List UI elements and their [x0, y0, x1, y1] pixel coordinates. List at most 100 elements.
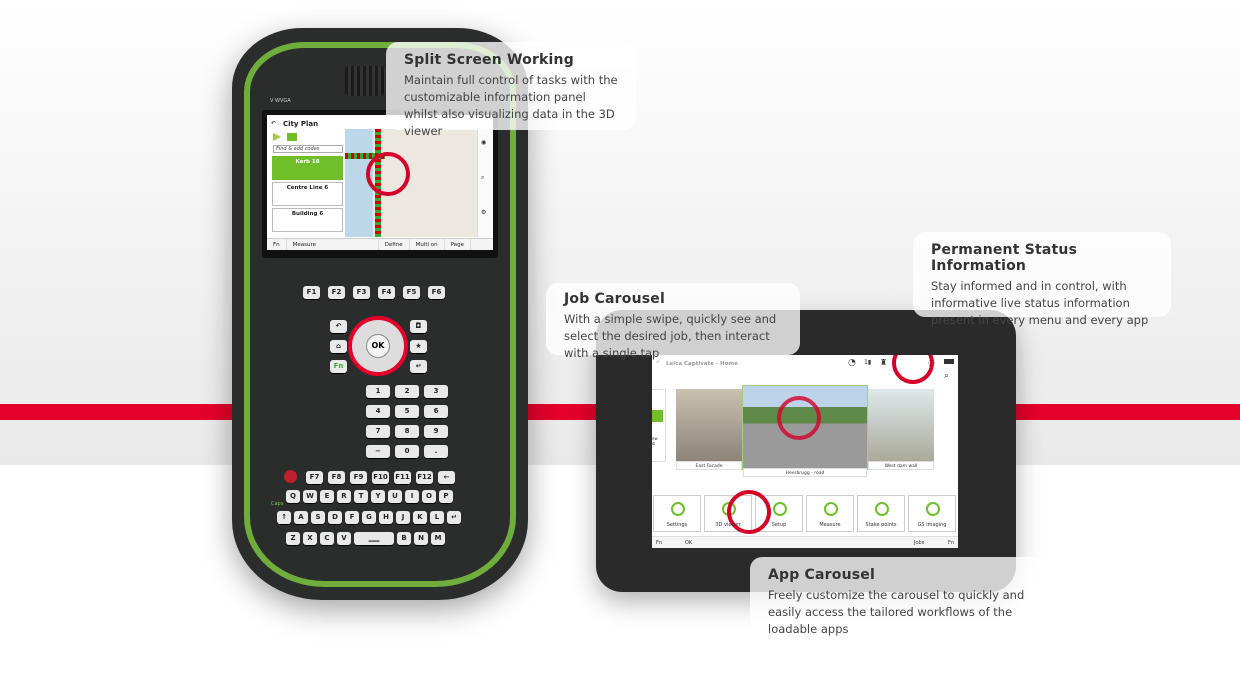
- key-4[interactable]: 4: [366, 405, 390, 418]
- key-d[interactable]: D: [328, 511, 342, 524]
- key-8[interactable]: 8: [395, 425, 419, 438]
- key-enter[interactable]: ↵: [410, 360, 427, 373]
- app-gs-imaging[interactable]: GS imaging: [908, 495, 956, 532]
- measure-softkey[interactable]: Measure: [287, 239, 379, 250]
- find-codes-input[interactable]: Find & add codes: [273, 145, 343, 153]
- ok-key[interactable]: OK: [366, 334, 390, 358]
- job-card-new[interactable]: New job: [652, 389, 666, 462]
- key-7[interactable]: 7: [366, 425, 390, 438]
- key-home[interactable]: ⌂: [330, 340, 347, 353]
- key-f9[interactable]: F9: [350, 471, 367, 484]
- key-9[interactable]: 9: [424, 425, 448, 438]
- key-g[interactable]: G: [362, 511, 376, 524]
- battery-icon[interactable]: [944, 359, 954, 364]
- key-f3[interactable]: F3: [353, 286, 370, 299]
- key-f4[interactable]: F4: [378, 286, 395, 299]
- app-stake-points[interactable]: Stake points: [857, 495, 905, 532]
- key-s[interactable]: S: [311, 511, 325, 524]
- key-f2[interactable]: F2: [328, 286, 345, 299]
- key-n[interactable]: N: [414, 532, 428, 545]
- key-return[interactable]: ↵: [447, 511, 461, 524]
- code-item-centre-line[interactable]: Centre Line 6: [272, 182, 343, 206]
- back-icon[interactable]: ↶: [271, 120, 277, 127]
- gear-icon[interactable]: ⚙: [481, 209, 487, 216]
- key-3[interactable]: 3: [424, 385, 448, 398]
- code-item-kerb[interactable]: Kerb 18: [272, 156, 343, 180]
- key-k[interactable]: K: [413, 511, 427, 524]
- key-t[interactable]: T: [354, 490, 368, 503]
- key-c[interactable]: C: [320, 532, 334, 545]
- key-f[interactable]: F: [345, 511, 359, 524]
- fn-softkey[interactable]: Fn: [267, 239, 287, 250]
- key-f6[interactable]: F6: [428, 286, 445, 299]
- key-6[interactable]: 6: [424, 405, 448, 418]
- key-a[interactable]: A: [294, 511, 308, 524]
- screen-title: City Plan: [283, 120, 319, 128]
- key-m[interactable]: M: [431, 532, 445, 545]
- key-1[interactable]: 1: [366, 385, 390, 398]
- key-f10[interactable]: F10: [372, 471, 389, 484]
- key-camera[interactable]: ◘: [410, 320, 427, 333]
- job-card-west-dam-wall[interactable]: West dam wall: [868, 389, 934, 470]
- key-y[interactable]: Y: [371, 490, 385, 503]
- key-back[interactable]: ↶: [330, 320, 347, 333]
- instrument-status-icon[interactable]: ♜: [880, 358, 888, 367]
- define-softkey[interactable]: Define: [379, 239, 410, 250]
- key-w[interactable]: W: [303, 490, 317, 503]
- code-group-icon[interactable]: [287, 133, 297, 141]
- power-button[interactable]: [284, 470, 297, 483]
- app-measure[interactable]: Measure: [806, 495, 854, 532]
- back-icon[interactable]: ↶: [656, 360, 661, 366]
- search-icon[interactable]: ⌕: [944, 371, 950, 381]
- key-minus[interactable]: −: [366, 445, 390, 458]
- connection-icon[interactable]: ◌: [928, 358, 935, 367]
- key-z[interactable]: Z: [286, 532, 300, 545]
- satellite-count-icon[interactable]: 1▮: [864, 359, 872, 366]
- key-l[interactable]: L: [430, 511, 444, 524]
- key-f11[interactable]: F11: [394, 471, 411, 484]
- code-play-icon[interactable]: [273, 133, 281, 141]
- code-item-building[interactable]: Building 6: [272, 208, 343, 232]
- key-5[interactable]: 5: [395, 405, 419, 418]
- key-f1[interactable]: F1: [303, 286, 320, 299]
- key-f12[interactable]: F12: [416, 471, 433, 484]
- key-b[interactable]: B: [397, 532, 411, 545]
- key-f7[interactable]: F7: [306, 471, 323, 484]
- multi-on-softkey[interactable]: Multi on: [410, 239, 445, 250]
- page-softkey[interactable]: Page: [445, 239, 471, 250]
- key-p[interactable]: P: [439, 490, 453, 503]
- key-favourite[interactable]: ★: [410, 340, 427, 353]
- key-fn[interactable]: Fn: [330, 360, 347, 373]
- key-o[interactable]: O: [422, 490, 436, 503]
- app-3d-viewer[interactable]: 3D viewer: [704, 495, 752, 532]
- fn-softkey-right[interactable]: Fn: [948, 540, 955, 546]
- key-0[interactable]: 0: [395, 445, 419, 458]
- app-setup[interactable]: Setup: [755, 495, 803, 532]
- key-dot[interactable]: .: [424, 445, 448, 458]
- key-q[interactable]: Q: [286, 490, 300, 503]
- key-h[interactable]: H: [379, 511, 393, 524]
- key-backspace[interactable]: ←: [438, 471, 455, 484]
- gnss-status-icon[interactable]: ◔: [848, 358, 856, 368]
- key-x[interactable]: X: [303, 532, 317, 545]
- fn-softkey[interactable]: Fn: [656, 540, 663, 546]
- map-3d-viewer[interactable]: [345, 129, 477, 237]
- key-v[interactable]: V: [337, 532, 351, 545]
- key-r[interactable]: R: [337, 490, 351, 503]
- ok-softkey[interactable]: OK: [685, 540, 693, 546]
- app-settings[interactable]: Settings: [653, 495, 701, 532]
- job-card-heerbrugg-road[interactable]: Heerbrugg - road: [742, 385, 868, 477]
- key-j[interactable]: J: [396, 511, 410, 524]
- jobs-softkey[interactable]: Jobs: [914, 540, 925, 546]
- key-e[interactable]: E: [320, 490, 334, 503]
- key-2[interactable]: 2: [395, 385, 419, 398]
- search-icon[interactable]: ⌕: [481, 174, 485, 181]
- key-f5[interactable]: F5: [403, 286, 420, 299]
- key-f8[interactable]: F8: [328, 471, 345, 484]
- key-u[interactable]: U: [388, 490, 402, 503]
- key-i[interactable]: I: [405, 490, 419, 503]
- key-shift[interactable]: ↑: [277, 511, 291, 524]
- key-space[interactable]: ▁▁: [354, 532, 394, 545]
- eye-icon[interactable]: ◉: [481, 139, 487, 146]
- job-card-east-facade[interactable]: East Facade: [676, 389, 742, 470]
